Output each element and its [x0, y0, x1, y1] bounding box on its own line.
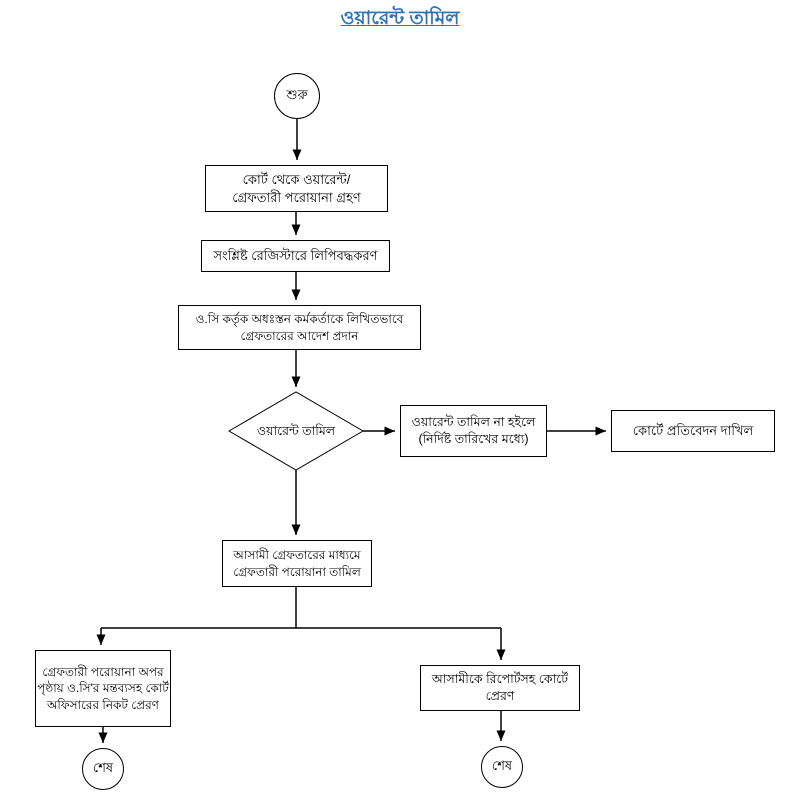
process-text-line: আসামীকে রিপোর্টসহ কোর্টে — [431, 672, 569, 687]
process-executed-by-arrest: আসামী গ্রেফতারের মাধ্যমে গ্রেফতারী পরোয়… — [222, 540, 372, 587]
process-text-line: সংশ্লিষ্ট রেজিস্টারে লিপিবদ্ধকরণ — [213, 248, 378, 264]
process-court-report: কোর্টে প্রতিবেদন দাখিল — [611, 410, 775, 452]
process-text-line: পৃষ্ঠায় ও.সি'র মন্তব্যসহ কোর্ট — [37, 681, 169, 696]
process-receive-warrant: কোর্ট থেকে ওয়ারেন্ট/ গ্রেফতারী পরোয়ানা… — [205, 165, 388, 212]
process-text-line: কোর্টে প্রতিবেদন দাখিল — [632, 423, 754, 439]
process-text-line: অফিসারের নিকট প্রেরণ — [47, 697, 159, 712]
end-terminator-right: শেষ — [481, 746, 523, 788]
process-text-line: ওয়ারেন্ট তামিল না হইলে — [411, 415, 536, 430]
process-text-line: গ্রেফতারী পরোয়ানা তামিল — [233, 564, 361, 579]
process-send-accused-to-court: আসামীকে রিপোর্টসহ কোর্টে প্রেরণ — [420, 665, 580, 711]
process-not-executed: ওয়ারেন্ট তামিল না হইলে (নির্দিষ্ট তারিখ… — [400, 405, 547, 457]
end-label: শেষ — [491, 757, 513, 773]
process-oc-order: ও.সি কর্তৃক অধঃস্তন কর্মকর্তাকে লিখিতভাব… — [178, 305, 421, 350]
page-title: ওয়ারেন্ট তামিল — [340, 8, 460, 29]
process-text-line: আসামী গ্রেফতারের মাধ্যমে — [233, 548, 361, 563]
process-text-line: কোর্ট থেকে ওয়ারেন্ট/ — [242, 171, 351, 187]
process-text-line: গ্রেফতারের আদেশ প্রদান — [240, 328, 359, 343]
decision-diamond-shape — [228, 391, 364, 471]
start-terminator: শুরু — [274, 73, 320, 119]
process-send-to-court-officer: গ্রেফতারী পরোয়ানা অপর পৃষ্ঠায় ও.সি'র ম… — [35, 650, 171, 727]
process-text-line: গ্রেফতারী পরোয়ানা অপর — [42, 665, 164, 680]
decision-warrant-executed: ওয়ারেন্ট তামিল — [256, 424, 336, 438]
process-text-line: (নির্দিষ্ট তারিখের মধ্যে) — [418, 432, 529, 446]
end-terminator-left: শেষ — [82, 748, 124, 790]
end-label: শেষ — [92, 759, 114, 775]
process-text-line: প্রেরণ — [485, 689, 515, 703]
process-text-line: গ্রেফতারী পরোয়ানা গ্রহণ — [232, 189, 361, 205]
process-register-entry: সংশ্লিষ্ট রেজিস্টারে লিপিবদ্ধকরণ — [201, 240, 390, 272]
process-text-line: ও.সি কর্তৃক অধঃস্তন কর্মকর্তাকে লিখিতভাব… — [195, 312, 404, 327]
start-label: শুরু — [286, 86, 308, 102]
